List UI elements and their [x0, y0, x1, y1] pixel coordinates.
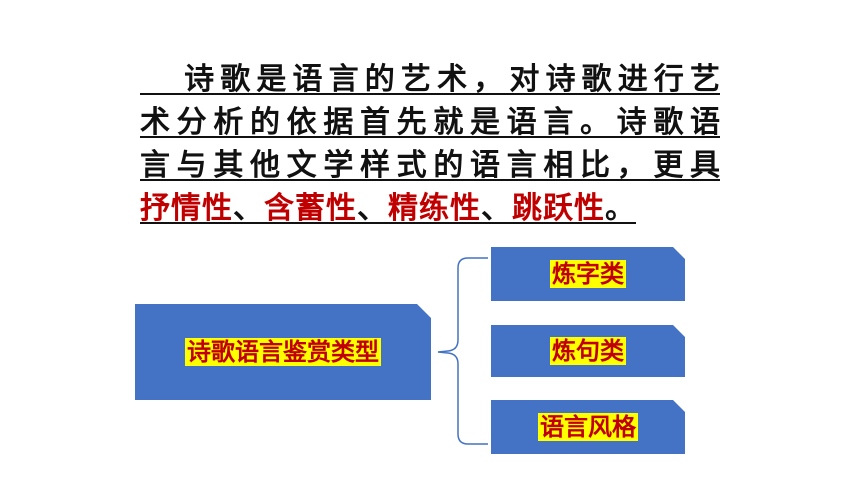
branch-box-word-refining: 炼字类 [491, 247, 685, 301]
separator: 、 [481, 191, 512, 226]
branch-label: 炼句类 [552, 336, 624, 365]
indent-underline [140, 63, 178, 95]
branch-label: 炼字类 [552, 259, 624, 288]
separator: 、 [233, 191, 264, 226]
term-leaping: 跳跃性 [512, 191, 605, 226]
paragraph-line-2: 术分析的依据首先就是语言。诗歌语 [140, 105, 720, 140]
paragraph-line-1: 诗歌是语言的艺术，对诗歌进行艺 [140, 58, 720, 101]
paragraph-line-3: 言与其他文学样式的语言相比，更具 [140, 148, 720, 183]
branch-box-sentence-refining: 炼句类 [491, 325, 685, 377]
separator: 、 [357, 191, 388, 226]
period: 。 [605, 191, 636, 226]
paragraph-line-1-text: 诗歌是语言的艺术，对诗歌进行艺 [178, 62, 720, 97]
paragraph-line-4: 抒情性、含蓄性、精练性、跳跃性。 [140, 187, 720, 230]
term-concise: 精练性 [388, 191, 481, 226]
branch-label: 语言风格 [540, 412, 636, 441]
main-category-label: 诗歌语言鉴赏类型 [187, 337, 379, 366]
branch-box-language-style: 语言风格 [491, 400, 685, 454]
main-category-box: 诗歌语言鉴赏类型 [135, 304, 431, 400]
term-implicit: 含蓄性 [264, 191, 357, 226]
intro-paragraph: 诗歌是语言的艺术，对诗歌进行艺 术分析的依据首先就是语言。诗歌语 言与其他文学样… [140, 58, 720, 230]
term-lyrical: 抒情性 [140, 191, 233, 226]
